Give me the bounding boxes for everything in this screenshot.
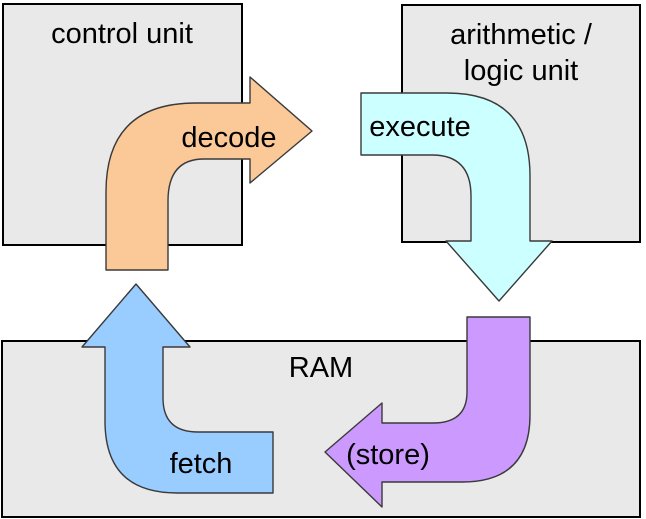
decode-arrow-icon	[105, 76, 313, 271]
decode-label: decode	[181, 122, 276, 154]
store-label: (store)	[346, 439, 430, 471]
alu-label-line2: logic unit	[464, 55, 578, 87]
fetch-arrow-icon	[81, 283, 274, 494]
store-arrow-icon	[324, 316, 531, 508]
execute-label: execute	[369, 111, 471, 143]
alu-label-line1: arithmetic /	[450, 19, 593, 51]
execute-arrow-icon	[360, 92, 553, 302]
control-unit-label: control unit	[51, 18, 193, 50]
fetch-label: fetch	[170, 448, 233, 480]
ram-label: RAM	[289, 352, 353, 384]
